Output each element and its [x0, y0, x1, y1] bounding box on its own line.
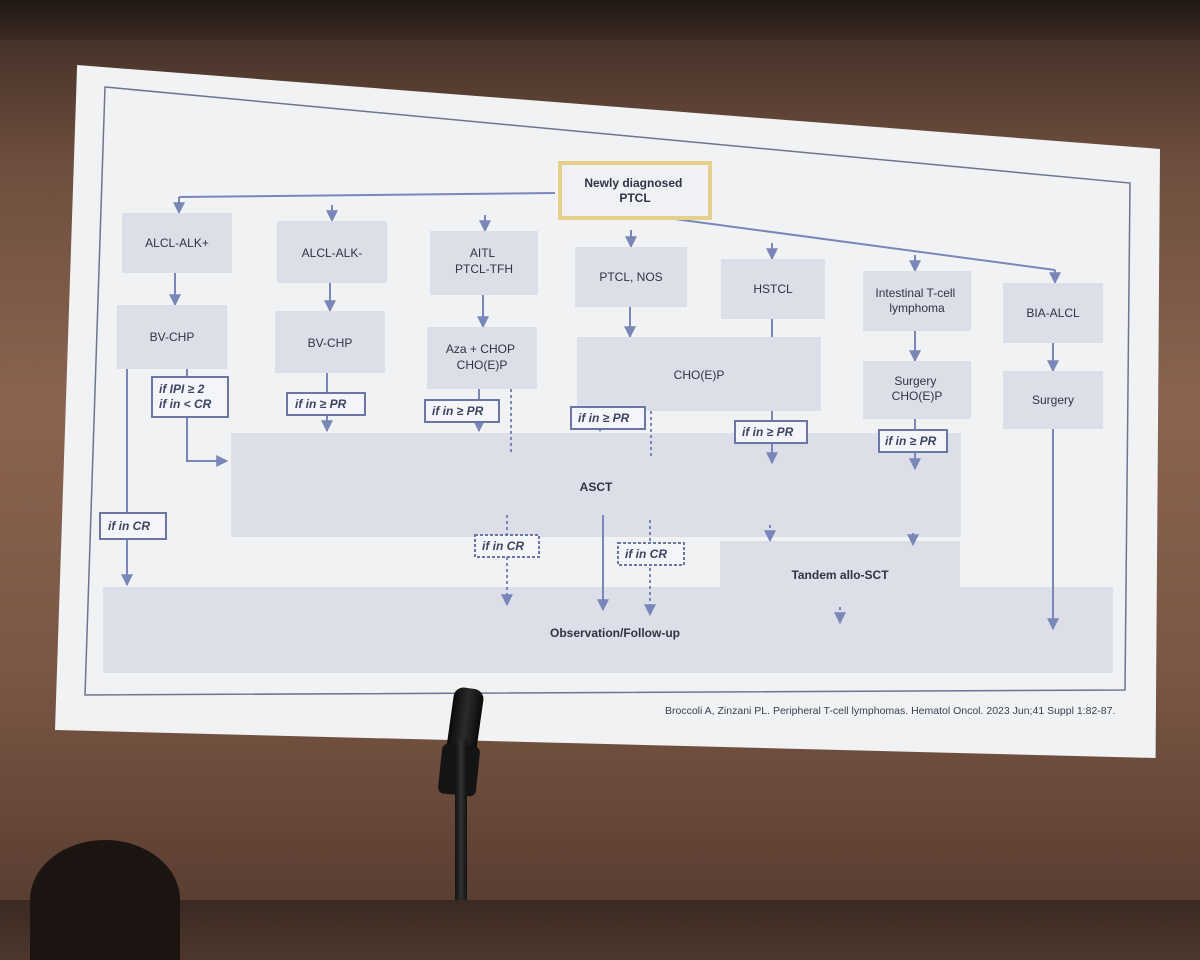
treatment-surgery: Surgery — [1003, 371, 1103, 429]
condition-cr-2: if in CR — [474, 534, 540, 558]
treatment-label: BV-CHP — [308, 336, 353, 350]
condition-cr-3: if in CR — [617, 542, 685, 566]
condition-label: if in ≥ PR — [742, 425, 794, 439]
treatment-surgery-choep: Surgery CHO(E)P — [863, 361, 971, 419]
bus-right — [644, 214, 1056, 271]
subtype-label: ALCL-ALK- — [302, 246, 363, 260]
treatment-label: CHO(E)P — [674, 368, 725, 382]
root-node: Newly diagnosed PTCL — [558, 161, 712, 220]
condition-pr-2: if in ≥ PR — [424, 399, 500, 423]
treatment-bvchp-1: BV-CHP — [117, 305, 227, 369]
condition-label: if in CR — [108, 519, 150, 533]
subtype-bia-alcl: BIA-ALCL — [1003, 283, 1103, 343]
condition-label: if in CR — [625, 547, 667, 561]
condition-ipi: if IPI ≥ 2 if in < CR — [151, 376, 229, 418]
treatment-label: Surgery — [1032, 393, 1074, 407]
slide-frame — [84, 86, 1131, 696]
treatment-label: Aza + CHOP CHO(E)P — [446, 342, 518, 372]
condition-label: if in ≥ PR — [432, 404, 484, 418]
condition-pr-5: if in ≥ PR — [878, 429, 948, 453]
subtype-label: ALCL-ALK+ — [145, 236, 209, 250]
ceiling — [0, 0, 1200, 40]
subtype-label: AITL PTCL-TFH — [455, 246, 513, 276]
treatment-label: BV-CHP — [150, 330, 195, 344]
root-label: Newly diagnosed PTCL — [584, 176, 685, 205]
asct-label: ASCT — [580, 480, 613, 494]
microphone-stand — [455, 740, 467, 900]
subtype-label: PTCL, NOS — [599, 270, 662, 284]
tandem-label: Tandem allo-SCT — [791, 568, 889, 582]
subtype-ptcl-nos: PTCL, NOS — [575, 247, 687, 307]
treatment-choep-wide: CHO(E)P — [577, 337, 821, 411]
condition-label: if in CR — [482, 539, 524, 553]
condition-label: if in ≥ PR — [578, 411, 630, 425]
subtype-label: BIA-ALCL — [1026, 306, 1080, 320]
subtype-label: HSTCL — [753, 282, 793, 296]
treatment-aza-chop: Aza + CHOP CHO(E)P — [427, 327, 537, 389]
condition-label: if IPI ≥ 2 if in < CR — [159, 382, 212, 411]
audience-head — [30, 840, 180, 960]
condition-pr-1: if in ≥ PR — [286, 392, 366, 416]
subtype-intestinal: Intestinal T-cell lymphoma — [863, 271, 971, 331]
condition-pr-4: if in ≥ PR — [734, 420, 808, 444]
subtype-label: Intestinal T-cell lymphoma — [875, 286, 958, 315]
condition-pr-3: if in ≥ PR — [570, 406, 646, 430]
observation-node: Observation/Follow-up — [103, 587, 1113, 673]
condition-label: if in ≥ PR — [885, 434, 937, 448]
subtype-alcl-alk-neg: ALCL-ALK- — [277, 221, 387, 283]
condition-cr-1: if in CR — [99, 512, 167, 540]
treatment-bvchp-2: BV-CHP — [275, 311, 385, 373]
bus-left — [178, 192, 556, 198]
asct-node: ASCT — [231, 433, 961, 537]
subtype-aitl: AITL PTCL-TFH — [430, 231, 538, 295]
observation-label: Observation/Follow-up — [550, 626, 680, 640]
projection-screen: Newly diagnosed PTCL ALCL-ALK+ ALCL-ALK-… — [55, 65, 1160, 758]
flowchart: Newly diagnosed PTCL ALCL-ALK+ ALCL-ALK-… — [84, 86, 1131, 717]
condition-label: if in ≥ PR — [295, 397, 347, 411]
subtype-hstcl: HSTCL — [721, 259, 825, 319]
subtype-alcl-alk-pos: ALCL-ALK+ — [122, 213, 232, 273]
treatment-label: Surgery CHO(E)P — [892, 374, 943, 403]
citation: Broccoli A, Zinzani PL. Peripheral T-cel… — [665, 705, 1115, 717]
